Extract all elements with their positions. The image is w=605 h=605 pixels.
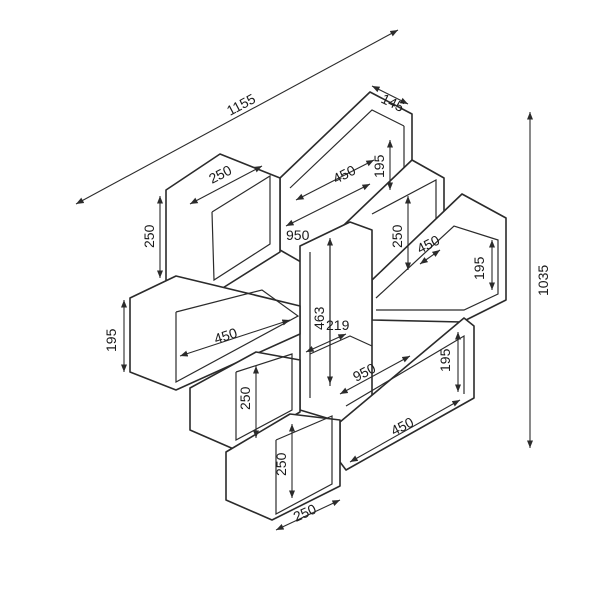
- label-lower-right-height: 195: [437, 348, 453, 372]
- label-left-wing-length: 450: [212, 324, 239, 347]
- label-center-width: 219: [326, 317, 350, 333]
- label-right-box-height: 195: [471, 256, 487, 280]
- dimension-lines: [75, 29, 534, 531]
- label-left-box-height: 250: [141, 224, 157, 248]
- label-right-inner-height: 250: [389, 224, 405, 248]
- bottom-box: [225, 413, 341, 521]
- label-total-height: 1035: [535, 265, 551, 296]
- label-top-right-height: 195: [371, 154, 387, 178]
- label-center-height: 463: [311, 306, 327, 330]
- label-upper-long-shelf: 950: [286, 227, 310, 243]
- label-bottom-box-height: 250: [273, 452, 289, 476]
- label-left-wing-height: 195: [103, 328, 119, 352]
- shelf-structure: [129, 91, 507, 521]
- label-lower-left-height: 250: [237, 386, 253, 410]
